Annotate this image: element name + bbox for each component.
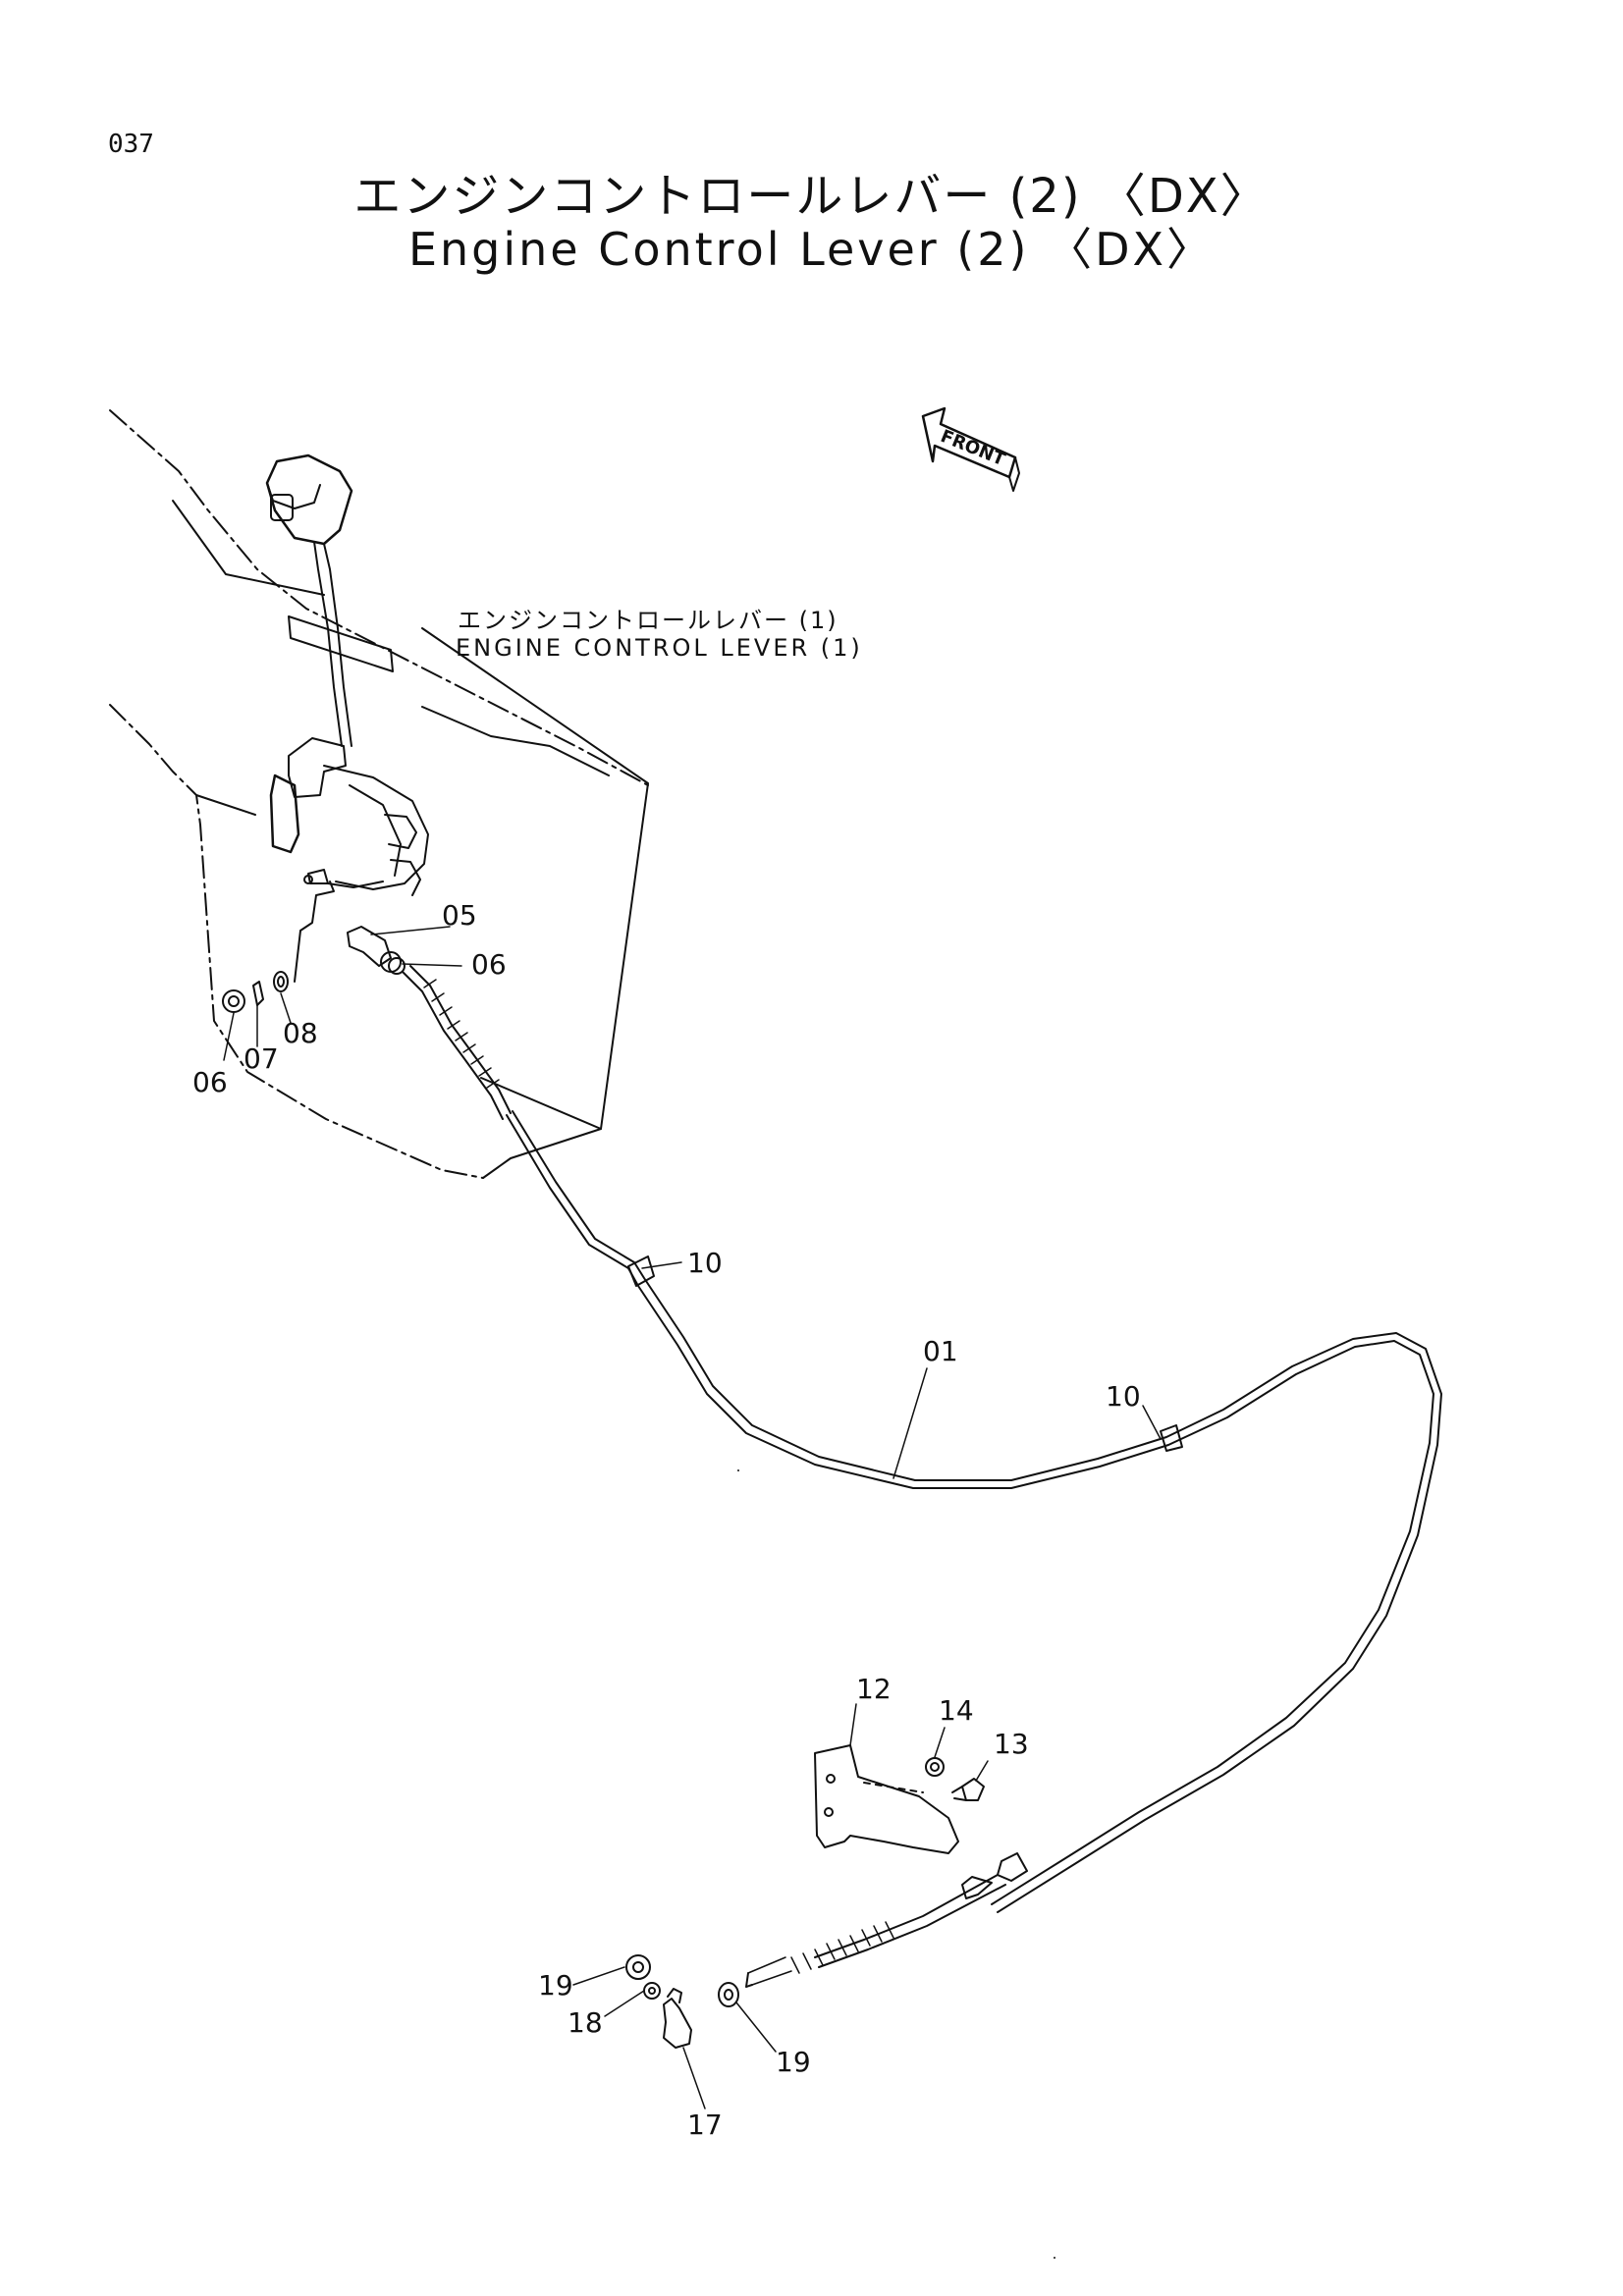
front-arrow-icon: FRONT [921, 406, 1020, 492]
washer-14 [925, 1757, 945, 1777]
part-label-06: 06 [471, 948, 507, 981]
control-cable [402, 965, 1442, 1913]
bracket-12 [814, 1744, 959, 1854]
cotter-pin-07 [252, 981, 264, 1006]
nut-19-top [625, 1954, 651, 1980]
part-label-19: 19 [776, 2046, 811, 2078]
part-label-14: 14 [939, 1694, 974, 1727]
part-label-12: 12 [856, 1673, 892, 1705]
washer-08 [273, 971, 289, 992]
lever-bracket [269, 737, 429, 983]
console-outline [109, 409, 649, 1179]
part-label-18: 18 [568, 2006, 603, 2039]
ball-joint-17 [663, 1988, 692, 2049]
part-label-07: 07 [243, 1042, 279, 1075]
reference-label-japanese: エンジンコントロールレバー (1) [458, 607, 839, 634]
part-label-06: 06 [192, 1066, 228, 1098]
part-label-19: 19 [538, 1969, 573, 2002]
part-label-13: 13 [994, 1728, 1029, 1760]
part-label-05: 05 [442, 899, 477, 932]
page-number: 037 [108, 130, 154, 159]
part-label-10: 10 [1106, 1380, 1141, 1413]
control-lever [265, 454, 394, 747]
lower-cable-end [745, 1852, 1028, 1988]
console-box [172, 500, 649, 1179]
part-label-08: 08 [283, 1017, 318, 1049]
part-label-10: 10 [687, 1247, 723, 1279]
top-ball-joint [347, 926, 406, 975]
part-label-17: 17 [687, 2109, 723, 2141]
front-arrow-label: FRONT [938, 426, 1008, 471]
part-label-01: 01 [923, 1335, 958, 1367]
washer-18 [643, 1982, 661, 2000]
page-title-english: Engine Control Lever (2) 〈DX〉 [407, 223, 1216, 276]
page-title-japanese: エンジンコントロールレバー (2) 〈DX〉 [353, 169, 1270, 224]
nut-19-bottom [718, 1982, 739, 2007]
reference-label-english: ENGINE CONTROL LEVER (1) [456, 634, 863, 662]
bolt-13 [951, 1778, 985, 1801]
nut-06-left [222, 989, 245, 1013]
leader-lines [223, 926, 1162, 2109]
